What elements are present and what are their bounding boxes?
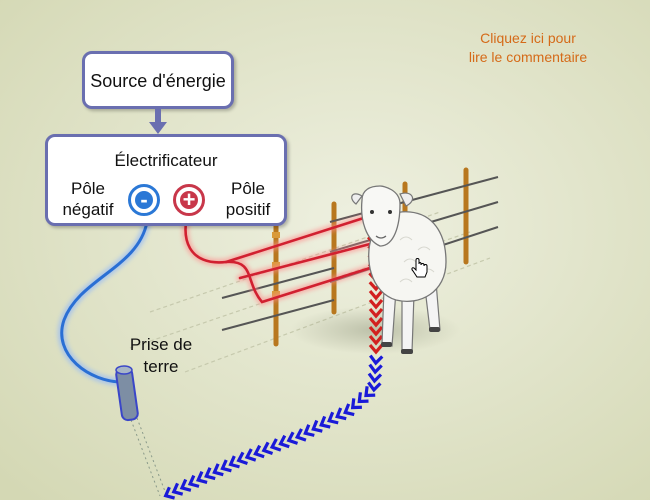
positive-pole-label: Pôle positif bbox=[218, 178, 278, 220]
current-chevron bbox=[236, 451, 248, 466]
current-chevron bbox=[368, 289, 384, 301]
current-chevron bbox=[368, 325, 384, 337]
current-chevron bbox=[253, 444, 265, 459]
comment-link[interactable]: Cliquez ici pour lire le commentaire bbox=[458, 29, 598, 67]
current-chevron bbox=[311, 419, 323, 433]
current-chevron bbox=[228, 455, 240, 469]
positive-terminal-symbol: + bbox=[182, 187, 196, 212]
current-chevron bbox=[286, 431, 299, 445]
ground-rod-illustration bbox=[115, 365, 167, 497]
positive-pole-line2: positif bbox=[225, 200, 271, 219]
current-chevron bbox=[220, 459, 232, 473]
comment-link-line1: Cliquez ici pour bbox=[480, 30, 576, 46]
ground-label-line2: terre bbox=[143, 357, 179, 376]
energized-wires bbox=[182, 202, 374, 307]
current-chevron bbox=[368, 334, 384, 346]
current-chevron bbox=[368, 307, 384, 319]
current-chevron bbox=[171, 482, 184, 496]
negative-terminal-symbol: - bbox=[140, 187, 148, 212]
current-chevron bbox=[367, 372, 383, 384]
hand-cursor-icon bbox=[411, 258, 428, 278]
current-path-ground bbox=[163, 354, 384, 500]
arrow-down-icon bbox=[149, 108, 167, 134]
sheep-illustration bbox=[351, 185, 447, 354]
energizer-box: Électrificateur Pôle négatif - + Pôle po… bbox=[45, 134, 287, 226]
current-chevron bbox=[368, 298, 384, 310]
plus-icon: + bbox=[173, 184, 205, 216]
negative-pole-line2: négatif bbox=[62, 200, 114, 219]
current-chevron bbox=[368, 316, 384, 328]
negative-pole-label: Pôle négatif bbox=[58, 178, 118, 220]
energizer-title: Électrificateur bbox=[114, 151, 218, 170]
current-chevron bbox=[368, 343, 384, 355]
ground-cable bbox=[57, 218, 151, 386]
negative-pole-line1: Pôle bbox=[70, 179, 106, 198]
current-chevron bbox=[367, 381, 382, 393]
comment-link-line2: lire le commentaire bbox=[468, 49, 588, 65]
energy-source-box: Source d'énergie bbox=[82, 51, 234, 109]
current-chevron bbox=[294, 428, 307, 442]
current-chevron bbox=[319, 415, 331, 429]
current-chevron bbox=[212, 463, 224, 477]
ground-label: Prise de terre bbox=[118, 334, 204, 378]
current-chevron bbox=[335, 407, 347, 421]
current-chevron bbox=[369, 354, 384, 366]
current-chevron bbox=[195, 471, 208, 485]
sheep-shadow bbox=[290, 306, 460, 354]
current-chevron bbox=[350, 398, 362, 410]
current-chevron bbox=[368, 363, 383, 375]
current-chevron bbox=[278, 434, 290, 449]
current-chevron bbox=[261, 441, 274, 456]
current-chevron bbox=[327, 411, 339, 425]
current-chevron bbox=[244, 448, 257, 462]
current-chevron bbox=[269, 438, 282, 452]
positive-pole-line1: Pôle bbox=[230, 179, 266, 198]
current-chevron bbox=[364, 386, 376, 398]
current-chevron bbox=[163, 486, 176, 500]
current-chevron bbox=[303, 424, 315, 437]
current-chevron bbox=[179, 478, 192, 492]
current-chevron bbox=[187, 474, 200, 488]
current-chevron bbox=[357, 392, 369, 404]
current-chevron bbox=[343, 403, 355, 417]
current-chevron bbox=[204, 467, 216, 481]
energy-source-label: Source d'énergie bbox=[90, 71, 226, 91]
ground-label-line1: Prise de bbox=[129, 335, 193, 354]
minus-icon: - bbox=[128, 184, 160, 216]
